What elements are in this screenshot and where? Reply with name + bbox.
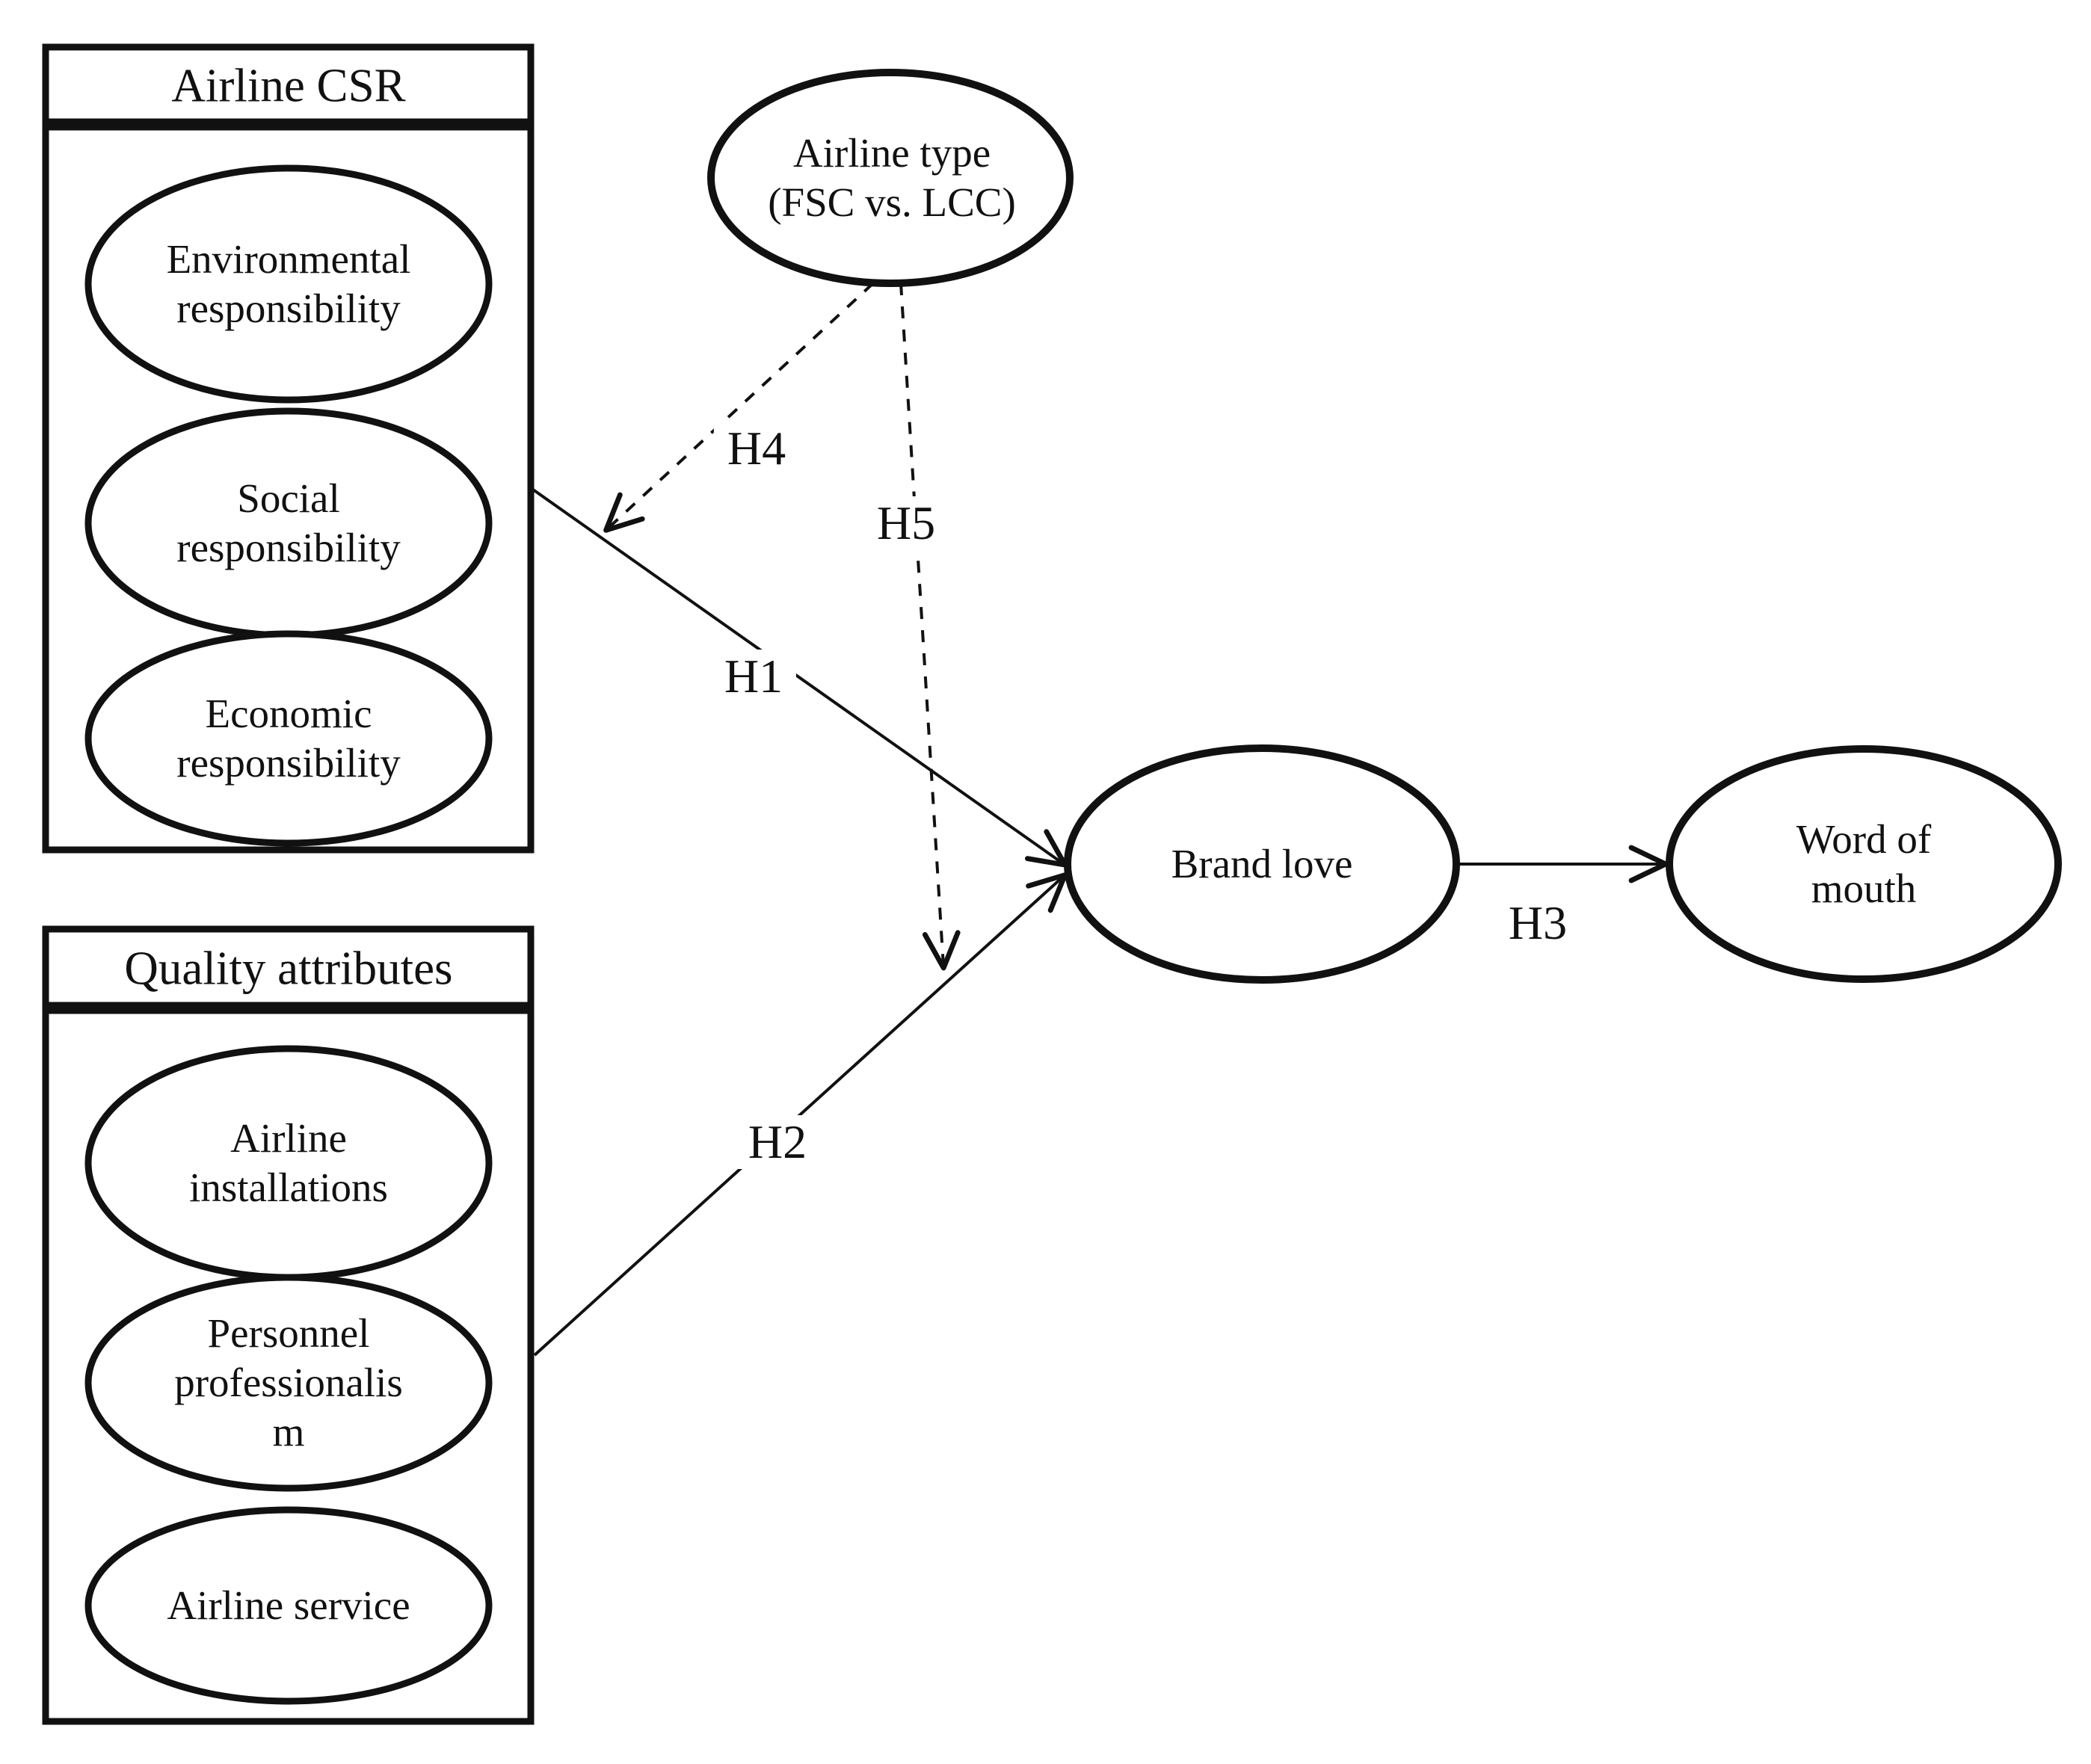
brand-love-label: Brand love: [1171, 839, 1353, 889]
word-of-mouth-line2: mouth: [1811, 866, 1917, 911]
brand-love-line1: Brand love: [1171, 841, 1353, 886]
airline-type-label: Airline type (FSC vs. LCC): [768, 129, 1016, 227]
h4-label: H4: [713, 422, 800, 475]
social-responsibility-line1: Social: [237, 475, 340, 521]
personnel-professionalism-ellipse: [84, 1274, 493, 1492]
airline-installations-line1: Airline: [230, 1115, 347, 1161]
h2-label: H2: [734, 1115, 821, 1169]
word-of-mouth-label: Word of mouth: [1796, 815, 1931, 913]
airline-type-line2: (FSC vs. LCC): [768, 179, 1016, 225]
environmental-responsibility-ellipse: [84, 164, 493, 404]
brand-love-ellipse: [1064, 744, 1460, 984]
csr-box-title: Airline CSR: [171, 59, 406, 112]
personnel-professionalism-line2: professionalis: [174, 1360, 403, 1405]
h5-arrow-dashed: [899, 283, 961, 971]
economic-responsibility-label: Economic responsibility: [176, 689, 400, 788]
personnel-professionalism-line1: Personnel: [207, 1310, 370, 1356]
airline-service-label: Airline service: [167, 1581, 410, 1630]
h5-label: H5: [863, 496, 949, 550]
airline-service-line1: Airline service: [167, 1582, 410, 1628]
h3-label: H3: [1494, 896, 1581, 950]
airline-installations-line2: installations: [189, 1165, 388, 1210]
h4-arrow-dashed: [603, 282, 875, 533]
word-of-mouth-ellipse: [1666, 745, 2062, 983]
h1-label: H1: [710, 650, 797, 703]
quality-box-header: [42, 925, 535, 1009]
environmental-responsibility-line2: responsibility: [176, 286, 401, 331]
economic-responsibility-line2: responsibility: [176, 740, 401, 786]
environmental-responsibility-label: Environmental responsibility: [167, 235, 411, 333]
personnel-professionalism-line3: m: [272, 1409, 305, 1455]
airline-type-line1: Airline type: [792, 130, 991, 176]
economic-responsibility-line1: Economic: [205, 691, 372, 736]
airline-type-ellipse: [707, 69, 1074, 287]
airline-service-ellipse: [84, 1506, 493, 1705]
social-responsibility-line2: responsibility: [176, 525, 401, 570]
social-responsibility-label: Social responsibility: [176, 474, 400, 573]
personnel-professionalism-label: Personnel professionalis m: [174, 1309, 403, 1457]
h1-arrow: [532, 488, 1068, 868]
word-of-mouth-line1: Word of: [1796, 816, 1932, 862]
csr-box-header: [42, 43, 535, 126]
airline-installations-label: Airline installations: [189, 1114, 388, 1212]
environmental-responsibility-line1: Environmental: [166, 236, 411, 282]
economic-responsibility-ellipse: [84, 630, 493, 847]
quality-box-title: Quality attributes: [124, 942, 453, 995]
